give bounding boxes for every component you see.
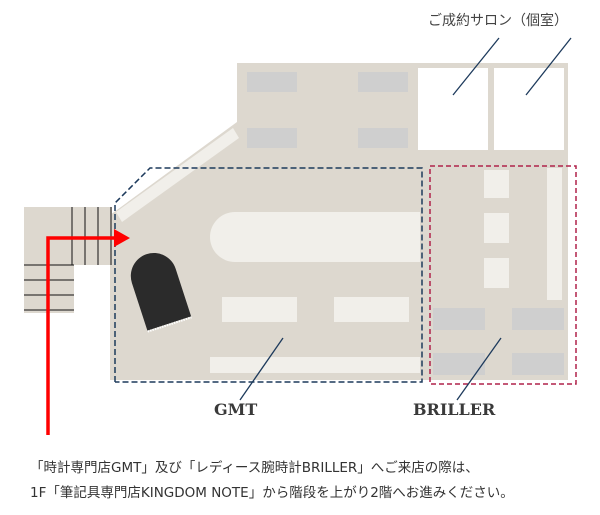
route-arrow [46, 229, 130, 435]
briller-zone-border[interactable] [429, 165, 577, 385]
counter [210, 212, 420, 262]
access-note-line-2: 1F「筆記具専門店KINGDOM NOTE」から階段を上がり2階へお進みください… [30, 485, 514, 501]
gmt-leader-line [239, 337, 284, 401]
wall-shelf [210, 357, 420, 373]
briller-leader-line [456, 337, 502, 401]
display-shelf [433, 353, 485, 375]
piano-icon [130, 253, 192, 333]
briller-label[interactable]: BRILLER [413, 400, 496, 419]
display-case [484, 258, 509, 288]
diagonal-shelf [116, 128, 239, 222]
display-shelf [512, 353, 564, 375]
table [222, 297, 297, 322]
salon-label: ご成約サロン（個室） [428, 13, 568, 29]
salon-room-1 [418, 68, 488, 150]
display-shelf [433, 308, 485, 330]
access-note-line-1: 「時計専門店GMT」及び「レディース腕時計BRILLER」へご来店の際は、 [30, 460, 479, 476]
table [334, 297, 409, 322]
salon-leader-line [452, 37, 500, 96]
wall-shelf [547, 168, 562, 300]
display-shelf [247, 128, 297, 148]
display-shelf [512, 308, 564, 330]
gmt-label[interactable]: GMT [214, 400, 258, 419]
salon-room-2 [494, 68, 564, 150]
display-shelf [358, 128, 408, 148]
staircase [24, 207, 112, 313]
display-case [484, 213, 509, 243]
salon-leader-line [525, 37, 572, 96]
display-shelf [358, 72, 408, 92]
display-shelf [247, 72, 297, 92]
display-case [484, 170, 509, 198]
